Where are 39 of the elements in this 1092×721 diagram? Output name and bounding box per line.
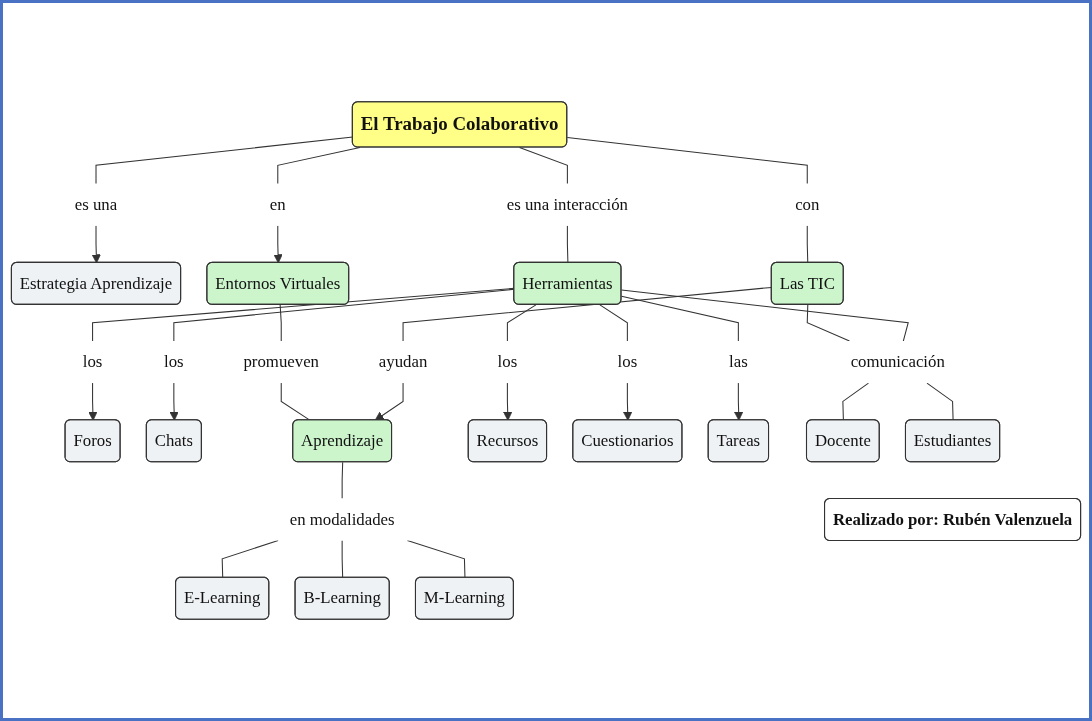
node-text: con [795, 195, 820, 214]
connector [806, 304, 850, 342]
arrow [273, 225, 283, 264]
node-text: es una interacción [506, 195, 628, 214]
node-text: los [164, 352, 184, 371]
arrow [91, 225, 101, 264]
connector [519, 146, 568, 185]
node-text: promueven [243, 352, 319, 371]
node-text: en [269, 195, 286, 214]
node-text: comunicación [850, 352, 945, 371]
arrow [503, 382, 513, 421]
arrow [623, 382, 633, 421]
connector [621, 295, 739, 342]
node-text: es una [74, 195, 118, 214]
arrow [374, 382, 404, 421]
connector [406, 539, 466, 579]
connector [341, 461, 344, 500]
connector [341, 539, 344, 579]
arrow [88, 382, 98, 421]
connector [566, 137, 808, 185]
node-text: ayudan [378, 352, 428, 371]
connector [842, 382, 869, 421]
node-text: los [497, 352, 518, 371]
connector [621, 289, 909, 342]
node-text: en modalidades [289, 510, 395, 528]
connector [506, 304, 537, 342]
connector [926, 382, 954, 421]
connector [806, 225, 809, 264]
node-text: los [617, 352, 638, 371]
arrow [734, 382, 744, 421]
node-text: las [729, 352, 748, 371]
connector [566, 225, 569, 264]
connector [599, 304, 628, 342]
connector [277, 146, 361, 185]
node-text: los [82, 352, 103, 371]
arrow [169, 382, 179, 421]
connector [280, 382, 311, 421]
connector [221, 539, 279, 579]
connector [279, 304, 282, 342]
